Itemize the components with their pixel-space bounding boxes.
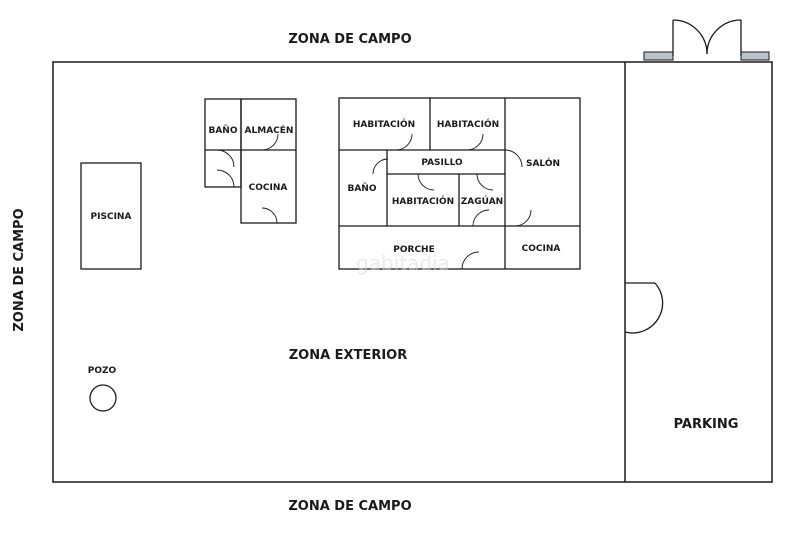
house-entrance-hall-label: ZAGÚAN xyxy=(461,195,503,207)
house-bedroom-1-label: HABITACIÓN xyxy=(353,118,415,130)
house-living-room-label: SALÓN xyxy=(526,157,560,169)
house-porch-label: PORCHE xyxy=(393,245,434,255)
exterior-zone-label: ZONA EXTERIOR xyxy=(289,348,408,363)
parking-door xyxy=(624,282,664,334)
plot-boundary xyxy=(52,61,773,483)
well-circle xyxy=(89,384,117,412)
annex-kitchen-label: COCINA xyxy=(249,183,288,193)
house-bathroom-label: BAÑO xyxy=(347,183,376,194)
house-bedroom-3-label: HABITACIÓN xyxy=(392,195,454,207)
house-bedroom-2-label: HABITACIÓN xyxy=(437,118,499,130)
house-kitchen-label: COCINA xyxy=(522,244,561,254)
pool-label: PISCINA xyxy=(91,212,132,222)
main-house xyxy=(338,97,581,270)
parking-label: PARKING xyxy=(674,417,739,432)
gate-post-left xyxy=(643,51,674,61)
zone-bottom-label: ZONA DE CAMPO xyxy=(288,499,411,514)
zone-left-label: ZONA DE CAMPO xyxy=(12,208,27,331)
zone-top-label: ZONA DE CAMPO xyxy=(288,32,411,47)
gate-post-right xyxy=(740,51,770,61)
annex-building xyxy=(204,98,297,224)
house-hallway-label: PASILLO xyxy=(421,158,463,168)
well-label: POZO xyxy=(88,366,117,376)
watermark: gabitadia xyxy=(356,251,450,275)
annex-storage-label: ALMACÉN xyxy=(245,124,294,136)
pool-outline xyxy=(80,162,142,270)
annex-bathroom-label: BAÑO xyxy=(208,125,237,136)
entrance-gate xyxy=(643,19,770,61)
